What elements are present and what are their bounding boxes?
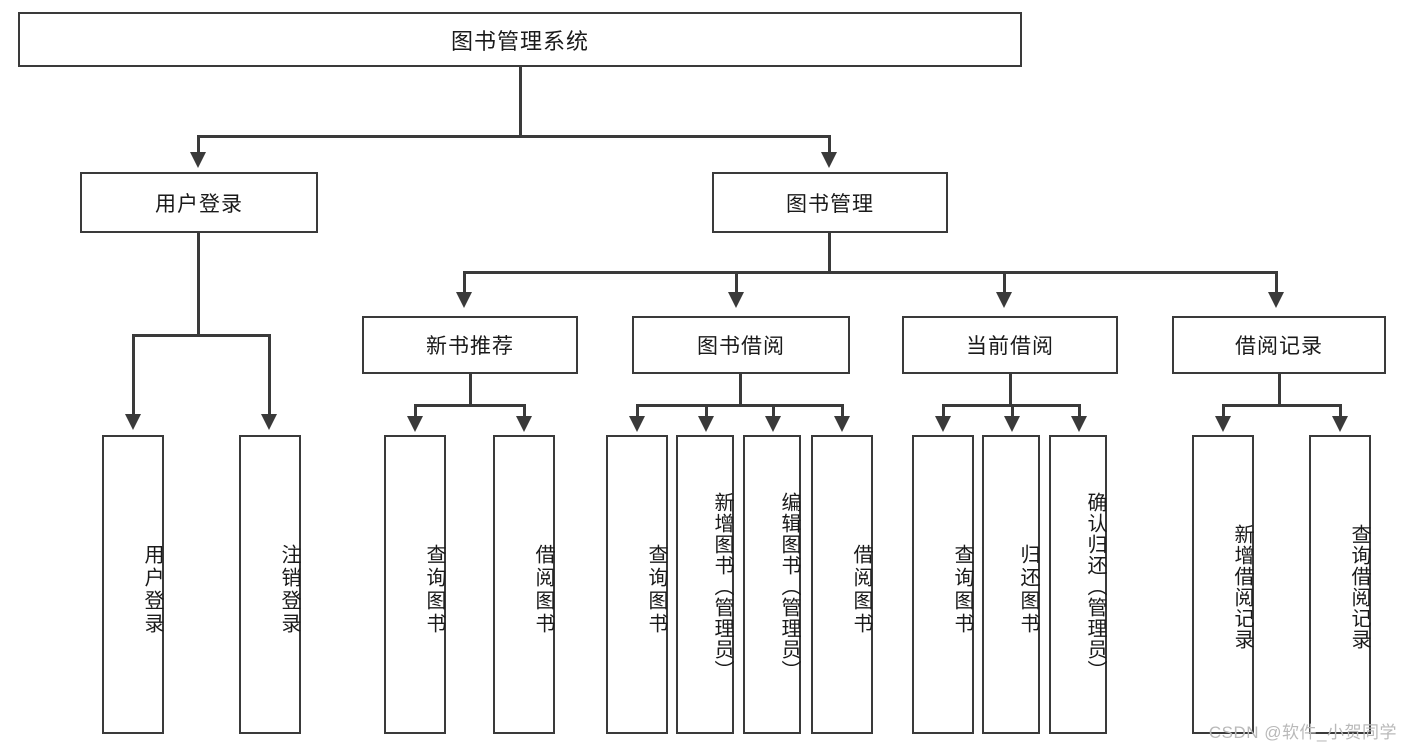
csdn-watermark: CSDN @软件_小贺同学	[1208, 723, 1397, 742]
leaf-label: 借阅图书	[532, 543, 554, 636]
node-label: 借阅记录	[1235, 335, 1323, 358]
leaf-current-borrow-return-book[interactable]: 归还图书	[982, 435, 1040, 734]
leaf-label: 新增借阅记录	[1231, 523, 1253, 650]
leaf-label: 确认归还（管理员）	[1084, 492, 1106, 681]
arrow-borrow-record-to-leaf-1	[1215, 416, 1231, 432]
node-borrow-record[interactable]: 借阅记录	[1172, 316, 1386, 374]
arrow-root-to-user-login	[190, 152, 206, 168]
connector-new-book-bar	[414, 404, 526, 407]
leaf-book-borrow-query-book[interactable]: 查询图书	[606, 435, 668, 734]
arrow-root-to-book-manage	[821, 152, 837, 168]
arrow-book-borrow-to-leaf-4	[834, 416, 850, 432]
arrow-current-borrow-to-leaf-3	[1071, 416, 1087, 432]
connector-borrow-record-to-leaf-1	[1222, 404, 1225, 418]
connector-book-borrow-to-leaf-1	[636, 404, 639, 418]
leaf-label: 归还图书	[1017, 543, 1039, 636]
connector-user-login-bar	[132, 334, 270, 337]
arrow-book-manage-to-record	[1268, 292, 1284, 308]
node-book-management[interactable]: 图书管理	[712, 172, 948, 233]
connector-book-manage-to-record	[1275, 271, 1278, 295]
connector-book-borrow-to-leaf-4	[841, 404, 844, 418]
node-label: 图书管理	[786, 192, 874, 216]
connector-new-book-stem	[469, 374, 472, 406]
connector-current-borrow-to-leaf-2	[1011, 404, 1014, 418]
connector-book-manage-to-new-book	[463, 271, 466, 295]
leaf-current-borrow-confirm-return-admin[interactable]: 确认归还（管理员）	[1049, 435, 1107, 734]
leaf-label: 编辑图书（管理员）	[778, 492, 800, 681]
node-new-book-recommend[interactable]: 新书推荐	[362, 316, 578, 374]
node-label: 图书借阅	[697, 335, 785, 358]
connector-user-login-to-leaf-2	[268, 334, 271, 416]
node-root-system[interactable]: 图书管理系统	[18, 12, 1022, 67]
arrow-borrow-record-to-leaf-2	[1332, 416, 1348, 432]
arrow-current-borrow-to-leaf-2	[1004, 416, 1020, 432]
connector-new-book-to-leaf-2	[523, 404, 526, 418]
arrow-book-manage-to-current	[996, 292, 1012, 308]
leaf-borrow-record-query-record[interactable]: 查询借阅记录	[1309, 435, 1371, 734]
connector-current-borrow-to-leaf-1	[942, 404, 945, 418]
connector-book-manage-to-borrow	[735, 271, 738, 295]
connector-book-manage-stem	[828, 233, 831, 273]
connector-root-to-user-login	[197, 135, 200, 155]
connector-book-borrow-to-leaf-2	[705, 404, 708, 418]
node-label: 当前借阅	[966, 335, 1054, 358]
leaf-book-borrow-edit-book-admin[interactable]: 编辑图书（管理员）	[743, 435, 801, 734]
node-user-login[interactable]: 用户登录	[80, 172, 318, 233]
connector-borrow-record-to-leaf-2	[1339, 404, 1342, 418]
connector-current-borrow-stem	[1009, 374, 1012, 406]
node-label: 新书推荐	[426, 335, 514, 358]
leaf-label: 查询图书	[951, 543, 973, 636]
connector-user-login-stem	[197, 233, 200, 335]
connector-user-login-to-leaf-1	[132, 334, 135, 416]
leaf-label: 注销登录	[278, 543, 300, 636]
connector-borrow-record-stem	[1278, 374, 1281, 406]
connector-book-borrow-bar	[636, 404, 844, 407]
connector-root-stem	[519, 67, 522, 136]
leaf-label: 查询图书	[423, 543, 445, 636]
arrow-new-book-to-leaf-2	[516, 416, 532, 432]
connector-book-manage-bar	[463, 271, 1278, 274]
leaf-label: 用户登录	[141, 543, 163, 636]
arrow-book-manage-to-borrow	[728, 292, 744, 308]
node-label: 图书管理系统	[450, 28, 589, 54]
node-label: 用户登录	[155, 192, 243, 216]
connector-book-borrow-stem	[739, 374, 742, 406]
leaf-user-login-login[interactable]: 用户登录	[102, 435, 164, 734]
leaf-borrow-record-add-record[interactable]: 新增借阅记录	[1192, 435, 1254, 734]
connector-borrow-record-bar	[1222, 404, 1342, 407]
node-book-borrow[interactable]: 图书借阅	[632, 316, 850, 374]
leaf-label: 查询借阅记录	[1348, 523, 1370, 650]
leaf-book-borrow-borrow-book[interactable]: 借阅图书	[811, 435, 873, 734]
arrow-user-login-to-leaf-1	[125, 414, 141, 430]
connector-book-manage-to-current	[1003, 271, 1006, 295]
leaf-current-borrow-query-book[interactable]: 查询图书	[912, 435, 974, 734]
arrow-book-borrow-to-leaf-3	[765, 416, 781, 432]
leaf-label: 借阅图书	[850, 543, 872, 636]
arrow-book-borrow-to-leaf-1	[629, 416, 645, 432]
leaf-user-login-logout[interactable]: 注销登录	[239, 435, 301, 734]
connector-book-borrow-to-leaf-3	[772, 404, 775, 418]
connector-root-bar	[197, 135, 831, 138]
connector-root-to-book-manage	[828, 135, 831, 155]
arrow-new-book-to-leaf-1	[407, 416, 423, 432]
connector-new-book-to-leaf-1	[414, 404, 417, 418]
node-current-borrow[interactable]: 当前借阅	[902, 316, 1118, 374]
leaf-label: 新增图书（管理员）	[711, 492, 733, 681]
arrow-book-borrow-to-leaf-2	[698, 416, 714, 432]
leaf-new-book-borrow-book[interactable]: 借阅图书	[493, 435, 555, 734]
leaf-book-borrow-add-book-admin[interactable]: 新增图书（管理员）	[676, 435, 734, 734]
connector-current-borrow-to-leaf-3	[1078, 404, 1081, 418]
leaf-label: 查询图书	[645, 543, 667, 636]
arrow-current-borrow-to-leaf-1	[935, 416, 951, 432]
leaf-new-book-query-book[interactable]: 查询图书	[384, 435, 446, 734]
arrow-book-manage-to-new-book	[456, 292, 472, 308]
arrow-user-login-to-leaf-2	[261, 414, 277, 430]
